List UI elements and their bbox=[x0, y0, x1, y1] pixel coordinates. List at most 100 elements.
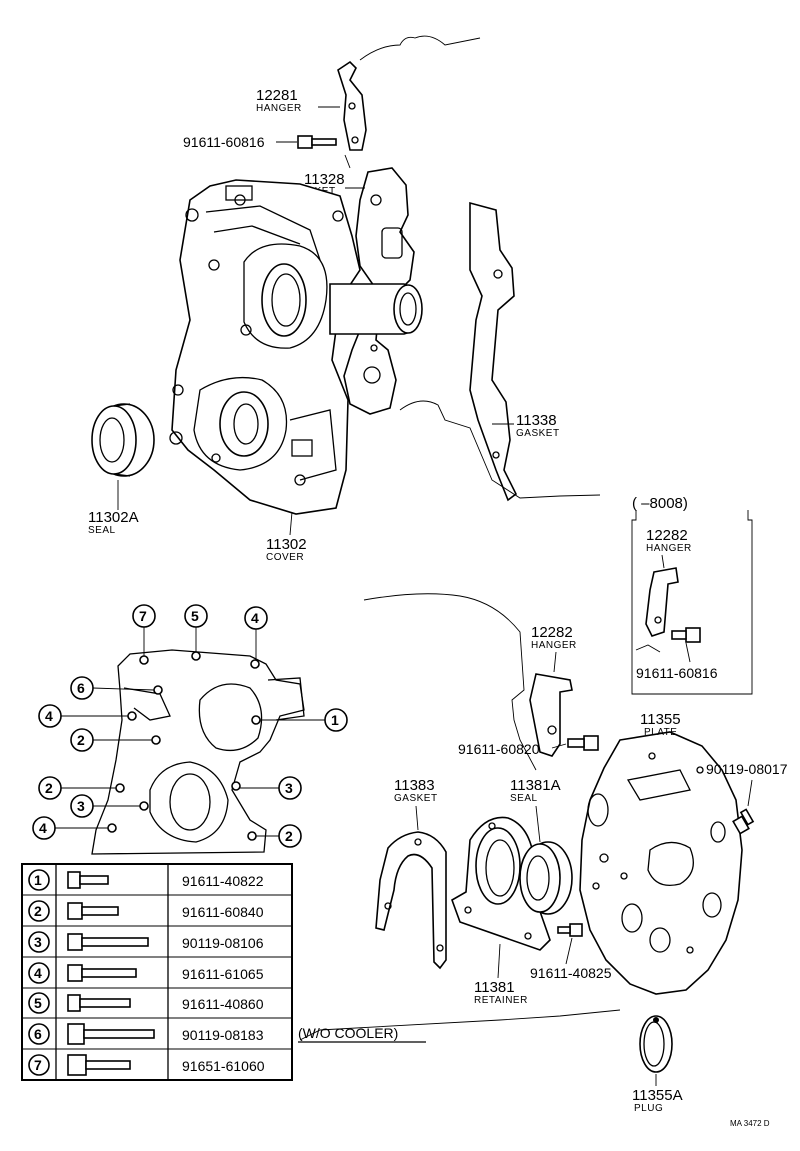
table-part-number: 90119-08183 bbox=[182, 1027, 264, 1043]
svg-text:5: 5 bbox=[34, 995, 42, 1011]
inset-hanger-label: HANGER bbox=[646, 543, 692, 554]
table-part-number: 91611-40860 bbox=[182, 996, 264, 1012]
table-row: 1 91611-40822 bbox=[28, 869, 264, 891]
plate-11355-number: 11355 bbox=[640, 711, 681, 728]
callout-2-right: 2 bbox=[256, 824, 302, 848]
svg-text:2: 2 bbox=[34, 903, 42, 919]
gasket-11328-number: 11328 bbox=[304, 171, 345, 188]
svg-text:6: 6 bbox=[77, 680, 85, 696]
hanger-12282-label: HANGER bbox=[531, 640, 577, 651]
plate-11355-shape bbox=[579, 731, 743, 995]
svg-text:1: 1 bbox=[34, 872, 42, 888]
svg-text:4: 4 bbox=[45, 708, 53, 724]
cooler-note: (W/O COOLER) bbox=[298, 1025, 398, 1041]
bolt-icon bbox=[67, 1054, 131, 1076]
svg-text:2: 2 bbox=[77, 732, 85, 748]
bolt-icon bbox=[67, 964, 137, 982]
seal-11302A-number: 11302A bbox=[88, 509, 139, 526]
svg-text:2: 2 bbox=[285, 828, 293, 844]
svg-text:3: 3 bbox=[34, 934, 42, 950]
bolt-top-number: 91611-60816 bbox=[183, 134, 265, 150]
gasket-11338-label: GASKET bbox=[516, 428, 560, 439]
svg-text:4: 4 bbox=[251, 610, 259, 626]
callout-4-top: 4 bbox=[244, 606, 268, 660]
gasket-11338-shape bbox=[469, 201, 518, 502]
bolt-hanger-icon bbox=[567, 735, 599, 751]
svg-text:1: 1 bbox=[331, 712, 339, 728]
hanger-12281-shape bbox=[337, 60, 367, 151]
table-row: 7 91651-61060 bbox=[28, 1054, 265, 1076]
callout-4-left: 4 bbox=[38, 704, 128, 728]
hanger-12282-shape bbox=[529, 673, 573, 757]
svg-text:7: 7 bbox=[139, 608, 147, 624]
bolt-icon bbox=[67, 1023, 155, 1045]
plug-11355A-shape bbox=[639, 1015, 673, 1073]
callout-7: 7 bbox=[132, 604, 156, 656]
bolt-top-icon bbox=[297, 135, 337, 149]
table-row: 6 90119-08183 bbox=[28, 1023, 264, 1045]
table-part-number: 91611-60840 bbox=[182, 904, 264, 920]
table-part-number: 91611-40822 bbox=[182, 873, 264, 889]
bolt-table: 1 91611-40822 2 91611-60840 3 90119-0810… bbox=[21, 863, 293, 1081]
svg-text:6: 6 bbox=[34, 1026, 42, 1042]
plug-11355A-number: 11355A bbox=[632, 1087, 683, 1104]
timing-cover-shape bbox=[169, 179, 423, 515]
svg-text:5: 5 bbox=[191, 608, 199, 624]
cover-11302-label: COVER bbox=[266, 552, 304, 563]
gasket-11383-shape bbox=[375, 831, 447, 970]
bolt-retainer-icon bbox=[557, 923, 583, 937]
seal-11381A-shape bbox=[519, 841, 573, 915]
hanger-12282-number: 12282 bbox=[531, 624, 573, 641]
bolt-location-sketch bbox=[91, 649, 305, 855]
gasket-11383-number: 11383 bbox=[394, 777, 435, 794]
retainer-11381-label: RETAINER bbox=[474, 995, 528, 1006]
svg-text:4: 4 bbox=[34, 965, 42, 981]
footer-code: MA 3472 D bbox=[730, 1119, 770, 1128]
callout-5: 5 bbox=[184, 604, 208, 652]
cover-11302-number: 11302 bbox=[266, 536, 307, 553]
bolt-icon bbox=[67, 933, 149, 951]
plate-11355-label: PLATE bbox=[644, 727, 677, 738]
bolt-plate-number: 90119-08017 bbox=[706, 761, 788, 777]
table-row: 3 90119-08106 bbox=[28, 931, 264, 953]
callout-3-right: 3 bbox=[240, 776, 302, 800]
retainer-11381-shape bbox=[451, 816, 551, 951]
table-row: 4 91611-61065 bbox=[28, 962, 264, 984]
svg-text:2: 2 bbox=[45, 780, 53, 796]
bolt-icon bbox=[67, 994, 131, 1012]
inset-range: ( –8008) bbox=[632, 495, 688, 512]
callout-1: 1 bbox=[260, 708, 348, 732]
callout-2-left: 2 bbox=[70, 728, 152, 752]
bolt-plate-icon bbox=[732, 808, 755, 835]
seal-11302A-shape bbox=[91, 403, 155, 477]
bolt-icon bbox=[67, 902, 119, 920]
hanger-12281-number: 12281 bbox=[256, 87, 298, 104]
svg-text:3: 3 bbox=[285, 780, 293, 796]
svg-text:7: 7 bbox=[34, 1057, 42, 1073]
inset-box: ( –8008) 12282 HANGER 91611-60816 bbox=[631, 495, 753, 695]
seal-11381A-label: SEAL bbox=[510, 793, 538, 804]
callout-6: 6 bbox=[70, 676, 155, 700]
inset-bolt-icon bbox=[685, 627, 701, 643]
gasket-11383-label: GASKET bbox=[394, 793, 438, 804]
inset-bolt-number: 91611-60816 bbox=[636, 665, 718, 681]
bolt-icon bbox=[67, 871, 109, 889]
gasket-11338-number: 11338 bbox=[516, 412, 557, 429]
bolt-retainer-number: 91611-40825 bbox=[530, 965, 612, 981]
seal-11302A-label: SEAL bbox=[88, 525, 116, 536]
table-part-number: 91651-61060 bbox=[182, 1058, 265, 1074]
callout-2-left-lower: 2 bbox=[38, 776, 116, 800]
table-part-number: 90119-08106 bbox=[182, 935, 264, 951]
inset-hanger-number: 12282 bbox=[646, 527, 688, 544]
bolt-hanger-number: 91611-60820 bbox=[458, 741, 540, 757]
table-row: 2 91611-60840 bbox=[28, 900, 264, 922]
table-part-number: 91611-61065 bbox=[182, 966, 264, 982]
retainer-11381-number: 11381 bbox=[474, 979, 515, 996]
svg-text:3: 3 bbox=[77, 798, 85, 814]
svg-text:4: 4 bbox=[39, 820, 47, 836]
callout-3-left: 3 bbox=[70, 794, 140, 818]
callout-4-bottom: 4 bbox=[32, 816, 108, 840]
table-row: 5 91611-40860 bbox=[28, 992, 264, 1014]
hanger-12281-label: HANGER bbox=[256, 103, 302, 114]
